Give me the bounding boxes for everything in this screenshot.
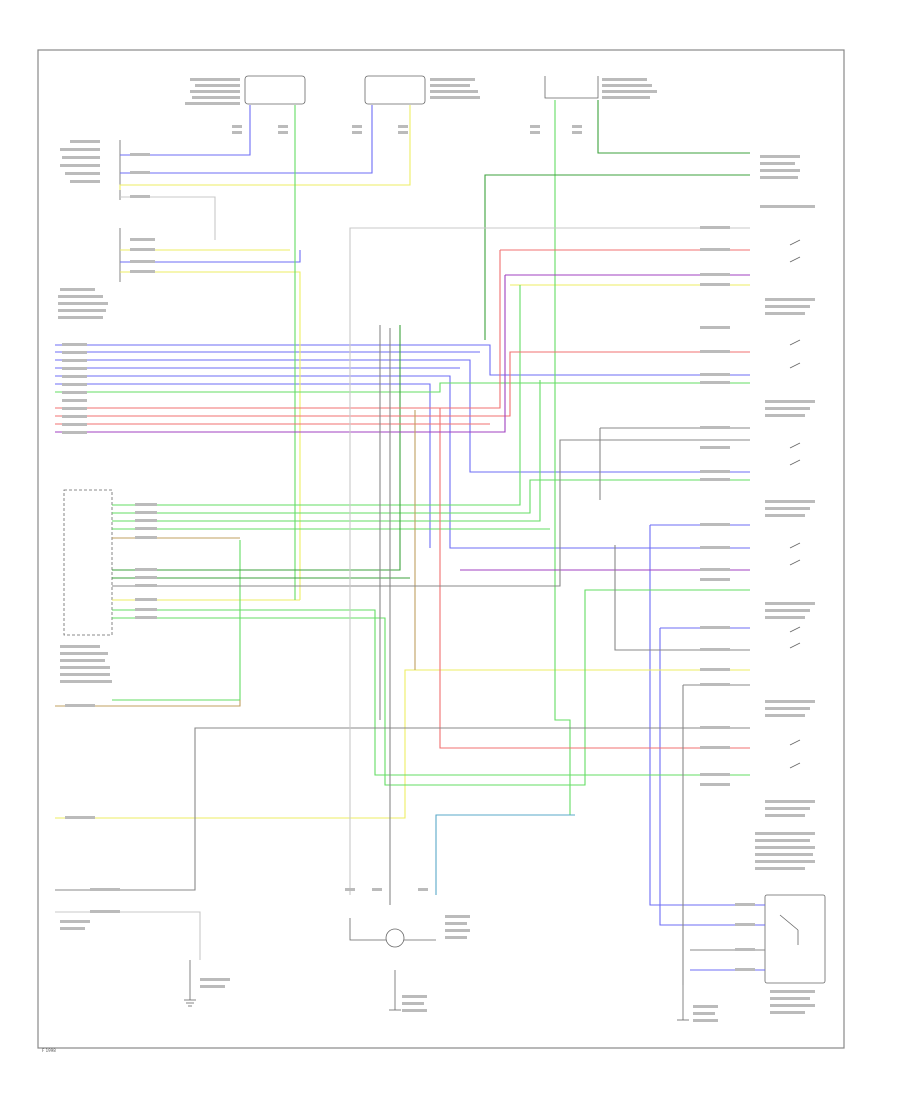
wire-gray-1	[112, 439, 750, 587]
overdrive-switch-contact	[779, 914, 799, 931]
output-speed-sensor-symbol	[364, 75, 426, 105]
wire-dark-green-1	[597, 100, 750, 154]
wires	[55, 100, 765, 985]
powertrain-control-module-symbol	[63, 489, 113, 636]
component-symbols	[63, 75, 826, 1021]
footer-code: F 1998	[42, 1048, 56, 1053]
wire-yellow-2	[120, 271, 301, 600]
wire-yellow-3	[119, 105, 411, 190]
wire-blue-3	[120, 250, 301, 263]
wire-light-gray-1	[349, 227, 750, 895]
wire-green-9	[554, 100, 575, 816]
wire-green-3	[112, 479, 750, 514]
wire-light-gray-3	[55, 911, 201, 960]
wire-green-6	[55, 382, 750, 393]
wire-blue-4	[55, 344, 750, 376]
wire-red-3	[55, 351, 750, 417]
wire-teal-1	[435, 814, 575, 895]
wire-gray-4	[55, 727, 750, 891]
wire-violet-2	[55, 275, 506, 433]
wire-dark-green-2	[484, 174, 750, 340]
wire-blue-1	[120, 105, 251, 156]
wire-yellow-4	[55, 669, 750, 819]
wire-dark-green-3	[112, 325, 401, 571]
wire-green-4	[112, 380, 541, 522]
wire-brown-2	[55, 700, 241, 707]
wire-blue-2	[120, 105, 373, 174]
wire-blue-13	[659, 628, 765, 926]
wire-gray-10	[614, 545, 750, 651]
fluid-temp-sensor-symbol	[544, 76, 599, 99]
overdrive-cancel-switch-symbol	[764, 894, 826, 984]
wire-blue-8	[55, 375, 750, 549]
wire-red-2	[55, 250, 501, 409]
tcc-solenoid-symbol	[385, 928, 405, 948]
wire-green-10	[112, 540, 241, 701]
tcc-solenoid-leads	[349, 918, 386, 941]
input-speed-sensor-symbol	[244, 75, 306, 105]
wire-blue-11	[649, 525, 765, 906]
wire-light-gray-2	[120, 196, 216, 240]
solenoid-switch-contacts	[789, 239, 801, 769]
wire-green-2	[112, 285, 521, 506]
label-marks	[58, 78, 815, 1022]
wire-blue-9	[55, 383, 431, 548]
diagram-frame	[37, 49, 845, 1049]
wire-green-8	[112, 589, 750, 786]
wire-green-7	[112, 609, 750, 776]
wire-red-5	[439, 408, 750, 749]
